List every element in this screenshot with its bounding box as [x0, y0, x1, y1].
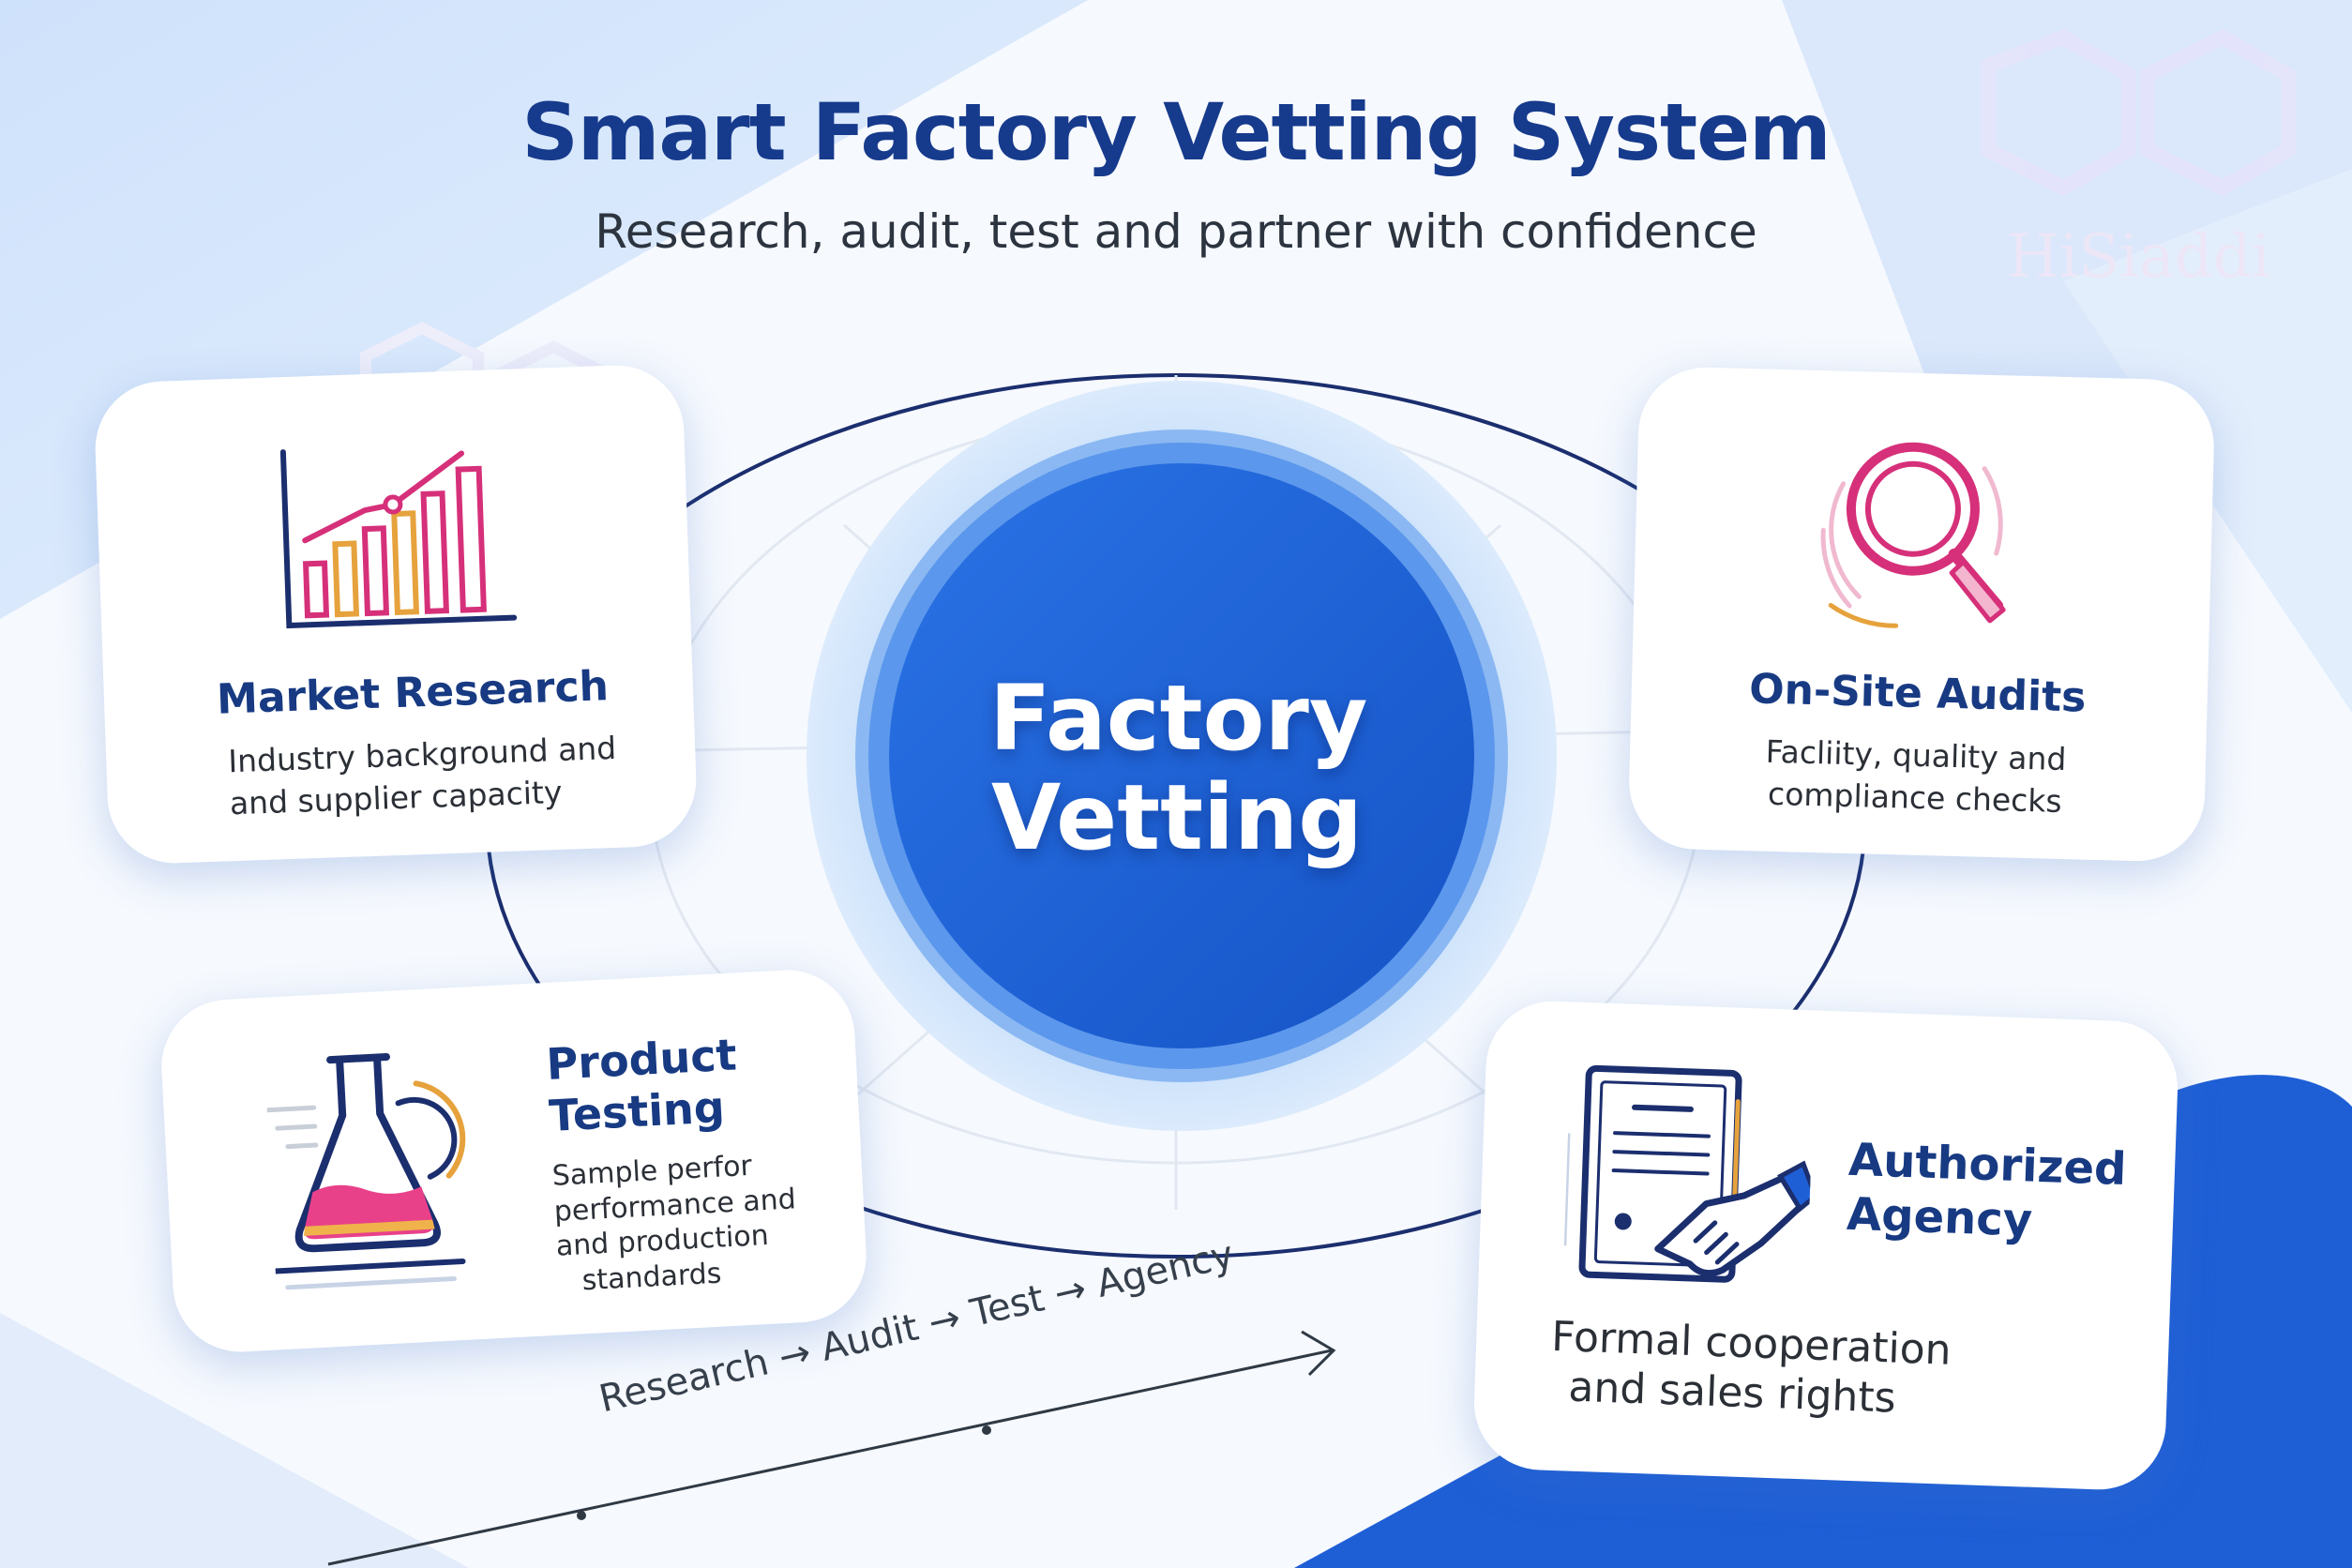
card-title: On-Site Audits — [1748, 665, 2087, 722]
watermark-text: HiSiaddi — [2007, 222, 2270, 292]
page-subtitle: Research, audit, test and partner with c… — [595, 204, 1757, 259]
center-label: Factory Vetting — [989, 666, 1368, 870]
bg-shape-bottom-left — [0, 1313, 469, 1568]
watermark-logo-icon — [1981, 28, 2296, 197]
page-title: Smart Factory Vetting System — [521, 86, 1831, 178]
card-desc: Sample perfor performance and and produc… — [551, 1143, 858, 1300]
bar-chart-trend-icon — [279, 449, 518, 629]
card-title-line: Agency — [1846, 1187, 2034, 1247]
card-authorized-agency[interactable]: Authorized Agency Formal cooperation and… — [1471, 999, 2180, 1492]
flow-arrow — [327, 1330, 1336, 1566]
card-title: Product Testing — [545, 1024, 831, 1142]
magnifier-icon — [1820, 442, 2006, 628]
flask-icon — [264, 1052, 466, 1290]
card-title: Market Research — [216, 662, 610, 724]
contract-handshake-icon — [1562, 1064, 1815, 1283]
card-market-research[interactable]: Market Research Industry background and … — [93, 363, 699, 866]
card-desc: Facliity, quality and compliance checks — [1694, 730, 2136, 824]
center-label-line1: Factory — [989, 666, 1368, 771]
card-desc: Industry background and and supplier cap… — [228, 726, 662, 824]
card-product-testing[interactable]: Product Testing Sample perfor performanc… — [158, 966, 870, 1356]
card-title-line: Authorized — [1847, 1133, 2128, 1197]
card-title: Authorized Agency — [1846, 1134, 2149, 1252]
center-label-line2: Vetting — [991, 764, 1363, 870]
card-onsite-audits[interactable]: On-Site Audits Facliity, quality and com… — [1627, 366, 2216, 863]
card-desc: Formal cooperation and sales rights — [1549, 1313, 2002, 1427]
center-circle-inner — [889, 463, 1474, 1048]
